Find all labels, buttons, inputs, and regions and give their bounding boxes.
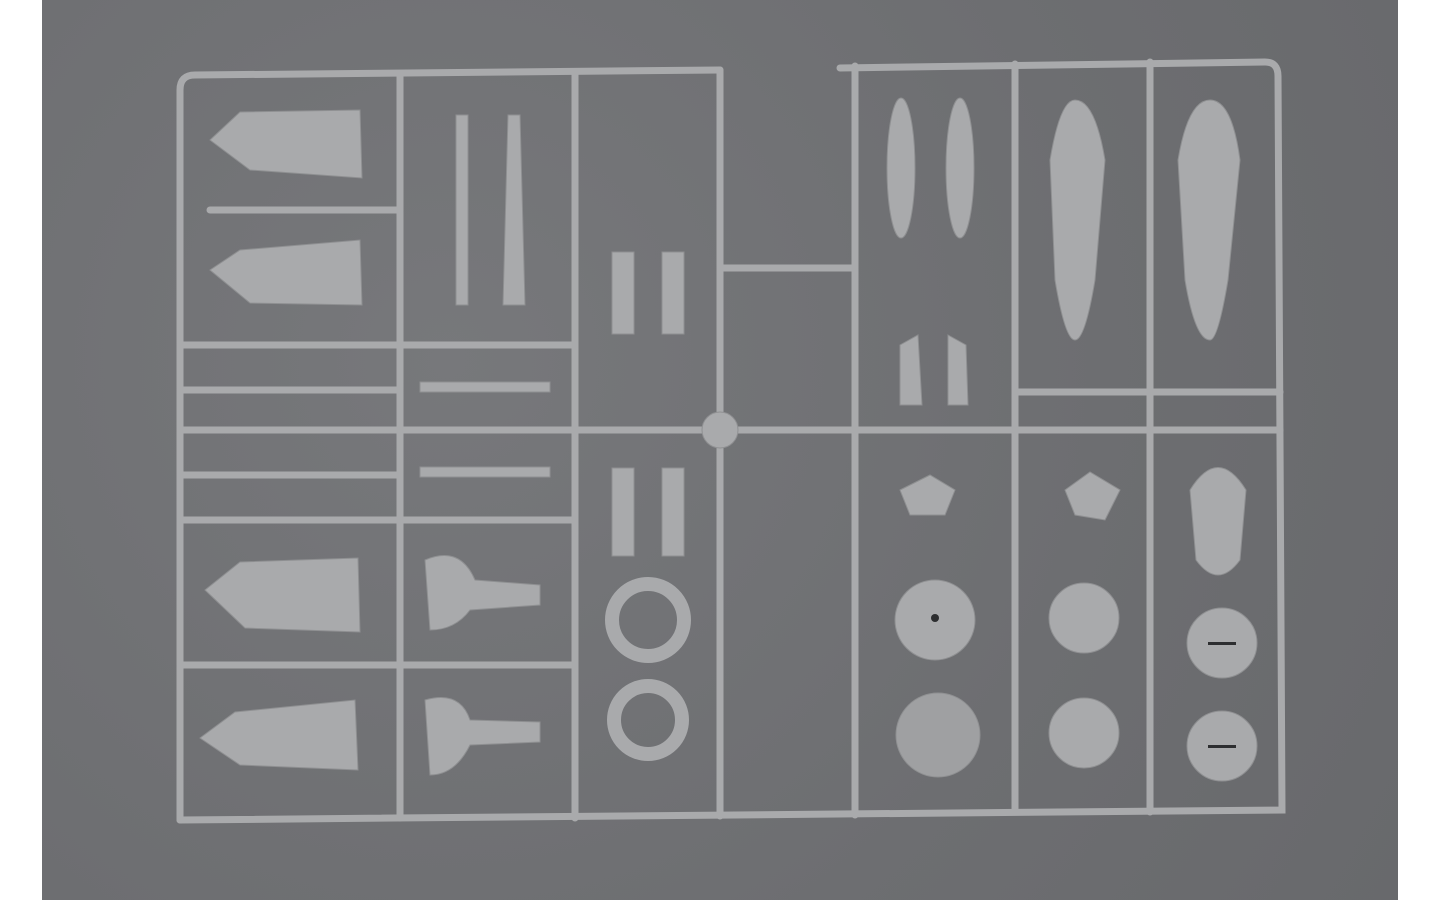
gun-barrel bbox=[419, 381, 551, 393]
strut bbox=[502, 114, 526, 306]
panel-part bbox=[661, 251, 685, 335]
fin-small bbox=[899, 334, 923, 406]
tail-fin bbox=[424, 697, 541, 776]
nose-cone bbox=[1189, 467, 1247, 576]
panel-part bbox=[661, 467, 685, 557]
disc bbox=[1048, 582, 1120, 654]
drop-tank-small bbox=[886, 97, 916, 239]
rudder-panel bbox=[204, 557, 361, 633]
drop-tank-small bbox=[945, 97, 975, 239]
panel-part bbox=[611, 467, 635, 557]
rudder-panel bbox=[209, 109, 363, 179]
center-hub bbox=[701, 411, 739, 449]
dome bbox=[895, 692, 981, 778]
panel-part bbox=[611, 251, 635, 335]
propeller-hub bbox=[1064, 471, 1121, 521]
drop-tank-large bbox=[1177, 99, 1241, 341]
gun-barrel bbox=[419, 466, 551, 478]
rudder-panel bbox=[199, 699, 359, 771]
rudder-panel bbox=[209, 239, 363, 306]
ring-part bbox=[607, 679, 689, 761]
drop-tank-large bbox=[1049, 99, 1106, 341]
sprue-frame-right bbox=[176, 58, 1286, 824]
tail-fin bbox=[424, 555, 541, 631]
fin-small bbox=[947, 334, 969, 406]
propeller-hub bbox=[899, 474, 956, 516]
strut bbox=[455, 114, 469, 306]
disc bbox=[1048, 697, 1120, 769]
sprue-frame-left bbox=[176, 66, 724, 824]
ring-part bbox=[605, 577, 691, 663]
